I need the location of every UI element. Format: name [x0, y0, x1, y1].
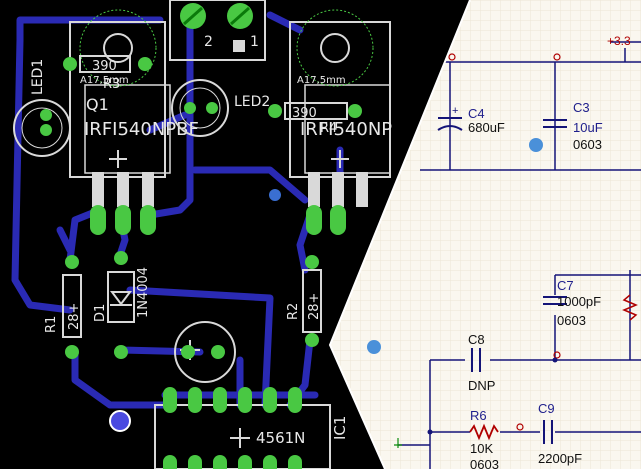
- d1-part: 1N4004: [136, 267, 151, 318]
- r1-value: 28+: [67, 303, 82, 330]
- r1-footprint: 28+ R1: [44, 255, 82, 359]
- ic1-footprint: 4561N IC1: [154, 387, 349, 469]
- edge-resistor-symbol: [622, 294, 638, 321]
- schematic-marker-mid: [367, 340, 381, 354]
- c9-ref: C9: [538, 401, 555, 416]
- q1-part: IRFI540NPBF: [84, 119, 199, 140]
- electrolytic-cap-footprint: [174, 321, 236, 383]
- schematic-wires: [398, 41, 641, 469]
- r6-value: 10K: [470, 441, 493, 456]
- supply-label: +3.3: [607, 34, 631, 48]
- c4-ref: C4: [468, 106, 485, 121]
- c8-value: DNP: [468, 378, 495, 393]
- d1-label: D1: [93, 304, 108, 322]
- c4-value: 680uF: [468, 120, 505, 135]
- q2-part: IRFI540NP: [300, 119, 392, 140]
- ic1-part: 4561N: [256, 429, 305, 447]
- schematic-marker-top: [529, 138, 543, 152]
- r1-label: R1: [44, 316, 59, 333]
- connector-pin-2: 2: [204, 34, 213, 50]
- panel-divider: [328, 0, 471, 469]
- c4-symbol: +: [437, 105, 463, 131]
- c8-ref: C8: [468, 332, 485, 347]
- c3-symbol: [543, 119, 567, 128]
- q2-footprint: A17,5mm IRFI540NP: [289, 9, 392, 207]
- c9-symbol: [543, 420, 553, 444]
- led2-footprint: LED2: [171, 79, 270, 137]
- pcb-marker-ring: [109, 410, 131, 432]
- c7-symbol: [543, 296, 567, 305]
- r2-footprint: 28+ R2: [286, 255, 322, 347]
- c4-polarity: +: [452, 105, 458, 117]
- c3-value: 10uF: [573, 120, 603, 135]
- c8-symbol: [471, 348, 481, 372]
- junction-dot: [427, 429, 433, 435]
- pcb-marker-dot: [269, 189, 281, 201]
- led1-label: LED1: [30, 59, 46, 95]
- d1-footprint: D1 1N4004: [93, 251, 151, 359]
- r3-label: R3: [103, 77, 120, 92]
- c3-package: 0603: [573, 137, 602, 152]
- q1-footprint: A17,5mm Q1 IRFI540NPBF: [69, 9, 199, 207]
- ground-marker: [394, 438, 402, 448]
- led2-label: LED2: [234, 94, 270, 110]
- r2-value: 28+: [307, 293, 322, 320]
- ic1-label: IC1: [331, 416, 349, 440]
- r6-ref: R6: [470, 408, 487, 423]
- r4-footprint: 390 R4: [268, 102, 362, 136]
- r3-value: 390: [92, 59, 117, 74]
- transistor-pads: [90, 205, 346, 235]
- c7-value: 1000pF: [557, 294, 601, 309]
- c3-ref: C3: [573, 100, 590, 115]
- r4-label: R4: [320, 121, 337, 136]
- r3-footprint: 390 R3: [63, 55, 152, 92]
- q1-heatsink-label: A17,5mm: [80, 75, 129, 86]
- c7-ref: C7: [557, 278, 574, 293]
- junction-markers: [448, 53, 561, 431]
- r6-package: 0603: [470, 457, 499, 469]
- q1-label: Q1: [86, 95, 109, 114]
- r2-label: R2: [286, 303, 301, 320]
- c9-value: 2200pF: [538, 451, 582, 466]
- q2-heatsink-label: A17,5mm: [297, 75, 346, 86]
- connector-pin-1: 1: [250, 34, 259, 50]
- junction-dot: [552, 357, 558, 363]
- connector-footprint: 2 1: [169, 0, 266, 61]
- r6-symbol: [469, 423, 499, 441]
- r4-value: 390: [292, 106, 317, 121]
- led1-footprint: LED1: [13, 59, 71, 157]
- c7-package: 0603: [557, 313, 586, 328]
